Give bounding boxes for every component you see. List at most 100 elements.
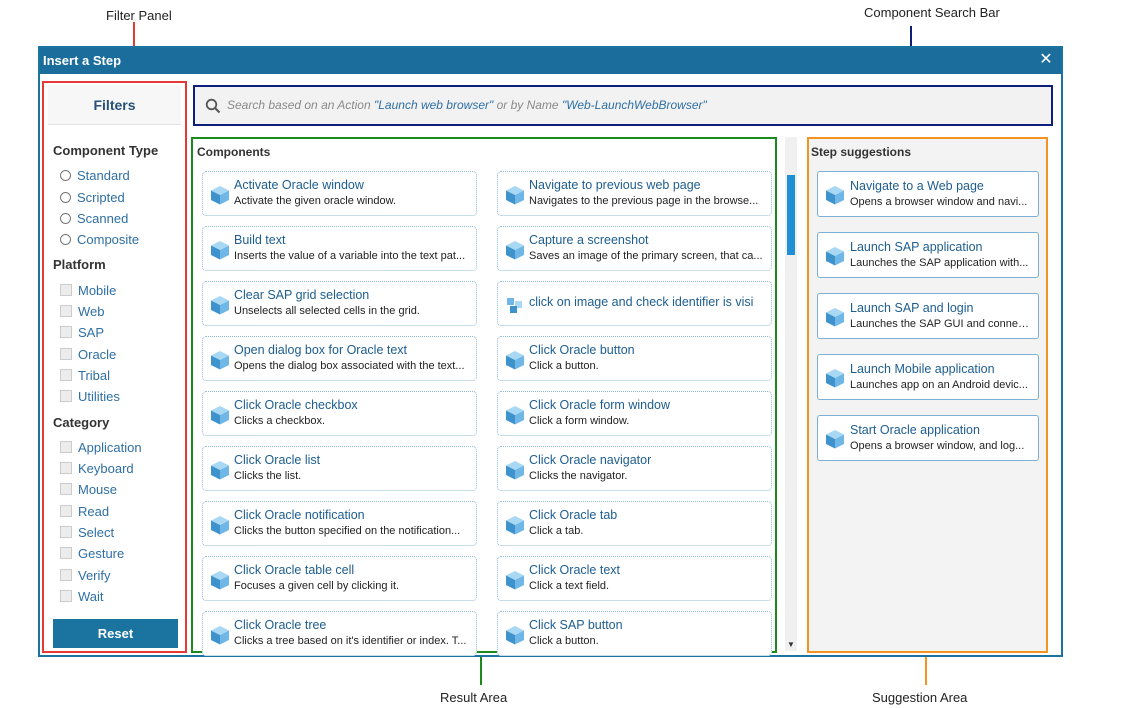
component-card[interactable]: click on image and check identifier is v… bbox=[497, 281, 772, 326]
checkbox-icon bbox=[60, 462, 72, 474]
checkbox-label: Verify bbox=[78, 567, 111, 583]
component-cube-icon bbox=[504, 514, 526, 536]
checkbox-icon bbox=[60, 326, 72, 338]
checkbox-icon bbox=[60, 348, 72, 360]
result-area-callout: Result Area bbox=[440, 690, 508, 705]
reset-button[interactable]: Reset bbox=[53, 619, 178, 648]
card-title: Launch SAP and login bbox=[850, 301, 974, 315]
checkbox-label: Tribal bbox=[78, 367, 111, 383]
card-description: Opens a browser window, and log... bbox=[850, 440, 1025, 452]
components-heading: Components bbox=[197, 145, 271, 159]
card-title: Start Oracle application bbox=[850, 423, 980, 437]
component-cube-icon bbox=[209, 569, 231, 591]
radio-label: Scanned bbox=[77, 210, 129, 226]
close-icon[interactable]: ✕ bbox=[1039, 51, 1053, 68]
placeholder-name-example: "Web-LaunchWebBrowser" bbox=[561, 98, 707, 112]
category-label: Category bbox=[53, 415, 110, 430]
insert-step-dialog: Insert a Step ✕ Filters Component Type S… bbox=[38, 46, 1063, 657]
card-title: Open dialog box for Oracle text bbox=[234, 343, 408, 357]
checkbox-icon bbox=[60, 390, 72, 402]
card-description: Launches the SAP GUI and connec... bbox=[850, 318, 1032, 330]
checkbox-read[interactable]: Read bbox=[60, 502, 109, 520]
card-title: Click Oracle tab bbox=[529, 508, 618, 522]
filter-panel: Filters Component Type Standard Scripted… bbox=[42, 81, 187, 653]
component-cube-icon bbox=[209, 624, 231, 646]
checkbox-verify[interactable]: Verify bbox=[60, 566, 111, 584]
checkbox-application[interactable]: Application bbox=[60, 438, 142, 456]
checkbox-select[interactable]: Select bbox=[60, 523, 114, 541]
card-title: Clear SAP grid selection bbox=[234, 288, 370, 302]
card-title: Capture a screenshot bbox=[529, 233, 649, 247]
card-title: Activate Oracle window bbox=[234, 178, 364, 192]
card-description: Clicks a tree based on it's identifier o… bbox=[234, 635, 467, 647]
checkbox-icon bbox=[60, 284, 72, 296]
component-cube-icon bbox=[504, 404, 526, 426]
radio-standard[interactable]: Standard bbox=[60, 166, 130, 184]
radio-icon bbox=[60, 191, 71, 203]
card-description: Click a button. bbox=[529, 635, 599, 647]
checkbox-label: Web bbox=[78, 303, 105, 319]
card-description: Clicks the button specified on the notif… bbox=[234, 525, 461, 537]
component-cube-icon bbox=[504, 294, 526, 316]
component-cube-icon bbox=[824, 245, 846, 267]
checkbox-gesture[interactable]: Gesture bbox=[60, 544, 124, 562]
card-description: Focuses a given cell by clicking it. bbox=[234, 580, 400, 592]
results-scrollbar[interactable]: ▼ bbox=[785, 137, 797, 651]
checkbox-tribal[interactable]: Tribal bbox=[60, 366, 110, 384]
scroll-down-icon[interactable]: ▼ bbox=[787, 640, 795, 649]
card-title: Navigate to a Web page bbox=[850, 179, 984, 193]
card-title: Click Oracle text bbox=[529, 563, 620, 577]
checkbox-utilities[interactable]: Utilities bbox=[60, 387, 120, 405]
checkbox-web[interactable]: Web bbox=[60, 302, 105, 320]
radio-scripted[interactable]: Scripted bbox=[60, 188, 125, 206]
radio-scanned[interactable]: Scanned bbox=[60, 209, 128, 227]
scrollbar-thumb[interactable] bbox=[787, 175, 795, 255]
radio-label: Scripted bbox=[77, 189, 125, 205]
checkbox-label: Utilities bbox=[78, 388, 120, 404]
card-title: Launch Mobile application bbox=[850, 362, 995, 376]
component-search-input[interactable]: Search based on an Action "Launch web br… bbox=[193, 85, 1053, 126]
checkbox-mobile[interactable]: Mobile bbox=[60, 281, 116, 299]
checkbox-icon bbox=[60, 441, 72, 453]
card-description: Saves an image of the primary screen, th… bbox=[529, 250, 763, 262]
suggestion-area-callout: Suggestion Area bbox=[872, 690, 968, 705]
component-cube-icon bbox=[209, 459, 231, 481]
checkbox-oracle[interactable]: Oracle bbox=[60, 345, 116, 363]
checkbox-keyboard[interactable]: Keyboard bbox=[60, 459, 134, 477]
checkbox-mouse[interactable]: Mouse bbox=[60, 480, 117, 498]
step-suggestions-heading: Step suggestions bbox=[811, 145, 912, 159]
checkbox-sap[interactable]: SAP bbox=[60, 323, 104, 341]
component-cube-icon bbox=[209, 349, 231, 371]
card-title: Click Oracle table cell bbox=[234, 563, 355, 577]
card-description: Click a form window. bbox=[529, 415, 630, 427]
radio-icon bbox=[60, 212, 71, 224]
component-cube-icon bbox=[824, 367, 846, 389]
card-title: Click Oracle tree bbox=[234, 618, 327, 632]
checkbox-wait[interactable]: Wait bbox=[60, 587, 104, 605]
card-title: Click SAP button bbox=[529, 618, 623, 632]
radio-composite[interactable]: Composite bbox=[60, 230, 139, 248]
